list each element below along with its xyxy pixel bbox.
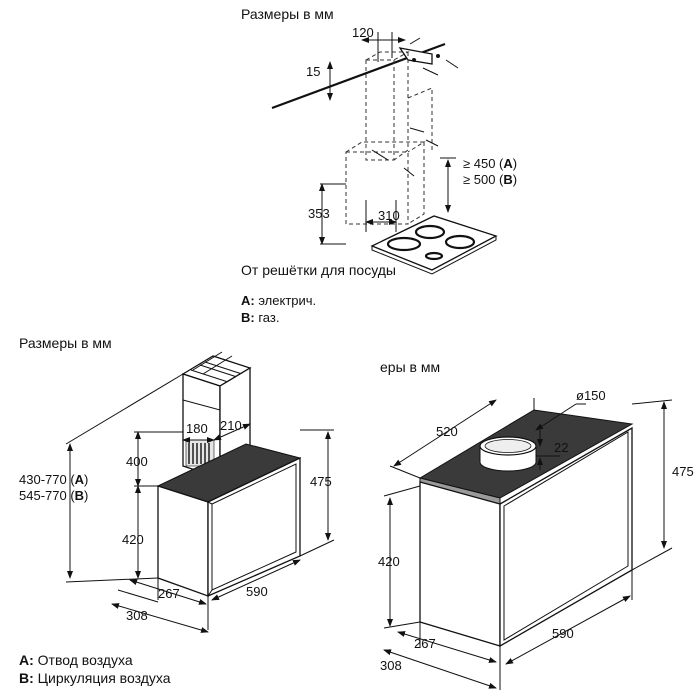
left-legend-a: A: Отвод воздуха bbox=[19, 652, 133, 668]
dim-150: ø150 bbox=[576, 388, 606, 403]
dim-308-left: 308 bbox=[126, 608, 148, 623]
dim-267-left: 267 bbox=[158, 586, 180, 601]
dim-210: 210 bbox=[220, 418, 242, 433]
dim-590-right: 590 bbox=[552, 626, 574, 641]
dim-range-b: 545-770 (B) bbox=[19, 488, 88, 503]
chimney-upper-outline bbox=[365, 59, 395, 161]
hob-icon bbox=[370, 215, 498, 275]
dim-590-left: 590 bbox=[246, 584, 268, 599]
dim-353: 353 bbox=[308, 206, 330, 221]
left-legend-b: B: Циркуляция воздуха bbox=[19, 670, 171, 686]
dim-420-left: 420 bbox=[122, 532, 144, 547]
dim-15: 15 bbox=[306, 64, 320, 79]
left-dimension-diagram: Размеры в мм 180 210 bbox=[19, 335, 335, 686]
top-legend-a: A: электрич. bbox=[241, 293, 316, 308]
hood-front-right bbox=[419, 481, 501, 647]
dim-400: 400 bbox=[126, 454, 148, 469]
left-title: Размеры в мм bbox=[19, 335, 112, 351]
hood-front-panel bbox=[157, 485, 209, 597]
dim-180: 180 bbox=[186, 421, 208, 436]
dim-475-right: 475 bbox=[672, 464, 694, 479]
top-installation-diagram: Размеры в мм 120 15 bbox=[241, 6, 517, 325]
top-legend-b: B: газ. bbox=[241, 310, 279, 325]
dim-475-left: 475 bbox=[310, 474, 332, 489]
dim-308-right: 308 bbox=[380, 658, 402, 673]
dim-520: 520 bbox=[436, 424, 458, 439]
dim-420-right: 420 bbox=[378, 554, 400, 569]
air-outlet-icon bbox=[479, 436, 537, 472]
right-title: еры в мм bbox=[380, 359, 440, 375]
dim-22: 22 bbox=[554, 440, 568, 455]
dim-310: 310 bbox=[378, 208, 400, 223]
wall-bracket-icon bbox=[398, 37, 459, 76]
dim-120: 120 bbox=[352, 25, 374, 40]
dim-267-right: 267 bbox=[414, 636, 436, 651]
dim-450: ≥ 450 (A) bbox=[463, 156, 517, 171]
dim-500: ≥ 500 (B) bbox=[463, 172, 517, 187]
dim-range-a: 430-770 (A) bbox=[19, 472, 88, 487]
chimney-grid-icon bbox=[181, 351, 252, 387]
right-dimension-diagram: еры в мм ø150 22 520 bbox=[378, 359, 694, 690]
top-caption: От решётки для посуды bbox=[241, 262, 396, 278]
top-title: Размеры в мм bbox=[241, 6, 334, 22]
